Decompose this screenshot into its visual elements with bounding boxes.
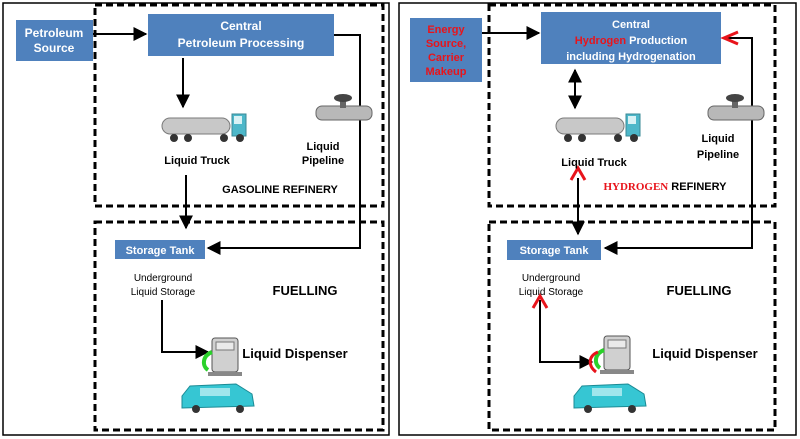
right-arrow-pipeline-to-storage bbox=[603, 37, 753, 255]
right-panel-frame bbox=[398, 2, 797, 436]
right-fuelling-region bbox=[487, 220, 777, 432]
left-arrow-pipeline-to-storage bbox=[206, 34, 361, 255]
right-return-arrow-truck bbox=[569, 165, 587, 181]
right-truck-label: Liquid Truck bbox=[561, 157, 627, 169]
right-storage-label: Storage Tank bbox=[520, 245, 590, 257]
left-storage-label: Storage Tank bbox=[126, 245, 196, 257]
right-pipeline-line2: Pipeline bbox=[697, 149, 739, 161]
right-refinery-label: HYDROGEN REFINERY bbox=[603, 181, 727, 193]
left-storage-box bbox=[115, 240, 205, 259]
left-source-line1: Petroleum bbox=[25, 26, 84, 40]
right-central-box bbox=[541, 12, 721, 64]
right-dispenser-label: Liquid Dispenser bbox=[652, 346, 757, 361]
pipeline-valve-icon bbox=[707, 94, 765, 121]
right-source-box bbox=[410, 18, 482, 82]
right-fuelling-label: FUELLING bbox=[667, 283, 732, 298]
left-underground-line1: Underground bbox=[134, 273, 192, 284]
right-refinery-hydrogen-word: HYDROGEN bbox=[603, 181, 668, 193]
left-underground-line2: Liquid Storage bbox=[131, 287, 196, 298]
left-central-box bbox=[148, 14, 334, 56]
right-return-arrow-storage bbox=[531, 293, 549, 309]
right-refinery-rest: REFINERY bbox=[668, 181, 727, 193]
left-source-line2: Source bbox=[34, 41, 75, 55]
right-arrow-storage-to-dispenser bbox=[539, 300, 594, 369]
left-fuelling-label: FUELLING bbox=[273, 283, 338, 298]
tanker-truck-icon bbox=[555, 113, 641, 142]
fuel-pump-icon bbox=[201, 337, 242, 376]
left-dispenser-label: Liquid Dispenser bbox=[242, 346, 347, 361]
left-pipeline-line2: Pipeline bbox=[302, 155, 344, 167]
right-underground-line1: Underground bbox=[522, 273, 580, 284]
right-pipeline-line1: Liquid bbox=[702, 133, 735, 145]
right-central-production-word: Production bbox=[626, 35, 687, 47]
right-central-line2: Hydrogen Production bbox=[575, 35, 688, 47]
right-underground-line2: Liquid Storage bbox=[519, 287, 584, 298]
fuel-pump-icon bbox=[588, 335, 634, 374]
left-panel: Petroleum Source Central Petroleum Proce… bbox=[2, 2, 390, 436]
car-icon bbox=[181, 383, 255, 413]
right-storage-box bbox=[507, 240, 601, 260]
left-fuelling-region bbox=[93, 220, 385, 432]
right-refinery-region bbox=[487, 3, 777, 208]
left-pipeline-line1: Liquid bbox=[307, 141, 340, 153]
right-source-line1: Energy bbox=[427, 24, 465, 36]
right-source-line3: Carrier bbox=[428, 52, 465, 64]
right-panel: Energy Source, Carrier Makeup Central Hy… bbox=[398, 2, 797, 436]
right-central-line3: including Hydrogenation bbox=[566, 51, 696, 63]
left-arrow-storage-to-dispenser bbox=[161, 300, 210, 359]
left-refinery-region bbox=[93, 3, 385, 208]
car-icon bbox=[573, 383, 647, 413]
right-source-line2: Source, bbox=[426, 38, 466, 50]
left-truck-label: Liquid Truck bbox=[164, 155, 230, 167]
right-source-line4: Makeup bbox=[426, 66, 467, 78]
left-central-line2: Petroleum Processing bbox=[178, 36, 305, 50]
right-central-hydrogen-word: Hydrogen bbox=[575, 35, 627, 47]
left-panel-frame bbox=[2, 2, 390, 436]
right-central-line1: Central bbox=[612, 19, 650, 31]
tanker-truck-icon bbox=[161, 113, 247, 142]
right-return-arrow-pipeline bbox=[720, 30, 739, 46]
left-refinery-label: GASOLINE REFINERY bbox=[222, 184, 338, 196]
left-central-line1: Central bbox=[220, 19, 261, 33]
pipeline-valve-icon bbox=[315, 94, 373, 121]
left-source-box bbox=[16, 20, 93, 61]
